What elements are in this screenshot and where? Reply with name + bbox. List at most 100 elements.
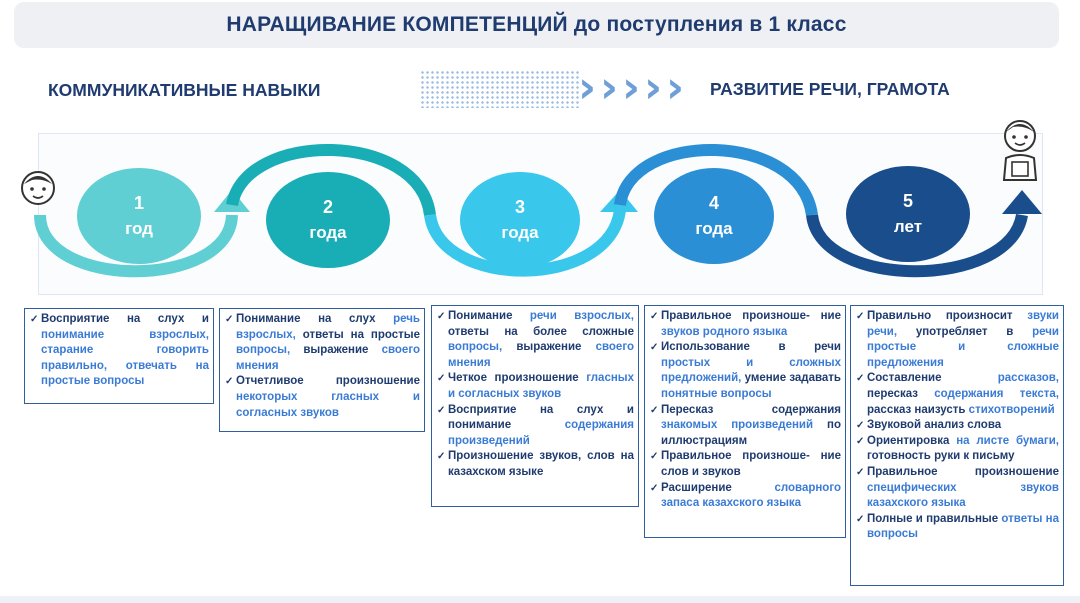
competence-list: Понимание на слух речь взрослых, ответы … — [225, 312, 420, 421]
stage-number: 5 — [902, 191, 913, 211]
competence-text: рассказ наизусть — [867, 403, 969, 416]
stage-circle-4: 4 года — [654, 168, 774, 264]
competence-text: своего мнения — [448, 341, 634, 369]
competence-text: специфических звуков казахского языка — [867, 481, 1059, 510]
competence-item: Правильное произноше- ние слов и звуков — [650, 449, 841, 480]
competence-text: по иллюстрациям — [661, 419, 841, 447]
competence-box-5: Правильно произносит звуки речи, употреб… — [850, 305, 1064, 586]
competence-item: Пересказ содержания знакомых произведени… — [650, 403, 841, 450]
competence-item: Полные и правильные ответы на вопросы — [856, 512, 1059, 543]
competence-item: Понимание на слух речь взрослых, ответы … — [225, 312, 420, 374]
competence-item: Правильное произноше- ние звуков родного… — [650, 309, 841, 340]
flow-arc-4 — [614, 143, 818, 217]
competence-item: Произношение звуков, слов на казахском я… — [437, 449, 634, 480]
competence-text: Правильное произноше- ние — [661, 310, 841, 322]
competence-text: знакомых произведений — [661, 419, 814, 432]
stage-number: 4 — [708, 193, 719, 213]
competence-item: Составление рассказов, пересказ содержан… — [856, 371, 1059, 418]
competence-text: простых и сложных предложений, — [661, 356, 841, 385]
competence-text: выражение — [502, 341, 596, 354]
competence-item: Восприятие на слух и понимание содержани… — [437, 403, 634, 450]
arrow-head-5 — [1002, 190, 1042, 214]
competence-text: некоторых гласных и согласных звуков — [236, 390, 420, 419]
competence-item: Звуковой анализ слова — [856, 418, 1059, 434]
competence-box-3: Понимание речи взрослых, ответы на более… — [431, 305, 639, 507]
stage-circle-2: 2 года — [266, 172, 390, 268]
page-title: НАРАЩИВАНИЕ КОМПЕТЕНЦИЙ до поступления в… — [226, 13, 847, 36]
stage-unit: года — [309, 223, 347, 242]
competence-text: понимание взрослых, — [41, 328, 209, 341]
child-face-icon — [21, 171, 55, 205]
competence-item: Расширение словарного запаса казахского … — [650, 481, 841, 512]
competence-text: вопросы, — [448, 341, 503, 354]
stage-unit: года — [695, 219, 733, 238]
competence-text: словарного запаса казахского языка — [661, 481, 841, 510]
competence-item: Восприятие на слух и понимание взрослых,… — [30, 312, 209, 390]
chevron-right-icon: › — [666, 62, 685, 113]
competence-list: Понимание речи взрослых, ответы на более… — [437, 309, 634, 481]
competence-text: ответы на более сложные — [448, 325, 634, 338]
competence-text: стихотворений — [968, 403, 1055, 416]
chevron-right-icon: › — [578, 62, 597, 113]
competence-text: Правильное произноше- ние слов и звуков — [661, 450, 841, 478]
competence-text: речь взрослых, — [236, 313, 420, 341]
competence-text: вопросы, — [236, 344, 291, 357]
competence-text: Звуковой анализ слова — [867, 419, 1002, 432]
competence-item: Отчетливое произношение некоторых гласны… — [225, 374, 420, 421]
competence-list: Восприятие на слух и понимание взрослых,… — [30, 312, 209, 390]
competence-text: речи простые и сложные предложения — [867, 325, 1059, 369]
competence-text: речи взрослых, — [529, 310, 634, 322]
chevron-right-icon: › — [622, 62, 641, 113]
stage-circle-5: 5 лет — [846, 166, 970, 262]
competence-text: готовность руки к письму — [867, 450, 1015, 463]
competence-text: пересказ — [867, 387, 935, 400]
dotted-decoration — [420, 70, 580, 108]
competence-item: Ориентировка на листе бумаги, готовность… — [856, 434, 1059, 465]
competence-text: употребляет в — [897, 325, 1033, 338]
competence-item: Использование в речи простых и сложных п… — [650, 340, 841, 402]
competence-text: ответы на простые — [295, 328, 420, 341]
competence-text: Правильно произносит — [867, 310, 1028, 322]
competence-text: звуков родного языка — [661, 325, 788, 338]
flow-arc-1 — [34, 214, 238, 278]
competence-box-4: Правильное произноше- ние звуков родного… — [644, 305, 846, 538]
competence-text: выражение — [290, 344, 382, 357]
competence-text: звуки речи, — [867, 310, 1059, 338]
schoolchild-icon — [1002, 120, 1038, 181]
stage-number: 1 — [133, 193, 144, 213]
stage-circle-1: 1 год — [77, 168, 201, 264]
competence-text: Произношение звуков, слов на казахском я… — [448, 450, 634, 478]
competence-list: Правильное произноше- ние звуков родного… — [650, 309, 841, 512]
flow-arc-2 — [226, 143, 436, 217]
competence-text: на листе бумаги, — [956, 434, 1059, 447]
stage-circle-3: 3 года — [460, 172, 580, 268]
stage-number: 2 — [322, 197, 333, 217]
competence-text: умение задавать — [741, 372, 841, 385]
stage-unit: лет — [893, 217, 923, 236]
competence-text: Расширение — [661, 481, 775, 494]
stage-unit: год — [125, 219, 153, 238]
competence-text: содержания произведений — [448, 419, 634, 447]
competence-text: содержания текста, — [934, 387, 1059, 400]
competence-text: Восприятие на слух и понимание — [448, 403, 634, 432]
competence-text: своего мнения — [236, 344, 420, 372]
flow-arc-5 — [806, 213, 1028, 278]
competence-box-1: Восприятие на слух и понимание взрослых,… — [24, 308, 214, 404]
competence-box-2: Понимание на слух речь взрослых, ответы … — [219, 308, 425, 432]
competence-text: Восприятие на слух и — [41, 313, 209, 325]
competence-text: Понимание — [448, 310, 530, 322]
competence-text: Четкое произношение — [448, 372, 587, 385]
competence-item: Правильное произношение специфических зв… — [856, 465, 1059, 512]
competence-list: Правильно произносит звуки речи, употреб… — [856, 309, 1059, 543]
right-heading: РАЗВИТИЕ РЕЧИ, ГРАМОТА — [710, 79, 950, 99]
chevron-right-icon: › — [600, 62, 619, 113]
competence-item: Понимание речи взрослых, ответы на более… — [437, 309, 634, 371]
bottom-strip — [0, 596, 1080, 603]
stage-number: 3 — [514, 197, 525, 217]
competence-text: Пересказ содержания — [661, 403, 841, 416]
competence-text: Ориентировка — [867, 434, 957, 447]
competence-item: Четкое произношение гласных и согласных … — [437, 371, 634, 402]
competence-text: Использование в речи — [661, 341, 841, 354]
competence-text: понятные вопросы — [661, 387, 772, 400]
